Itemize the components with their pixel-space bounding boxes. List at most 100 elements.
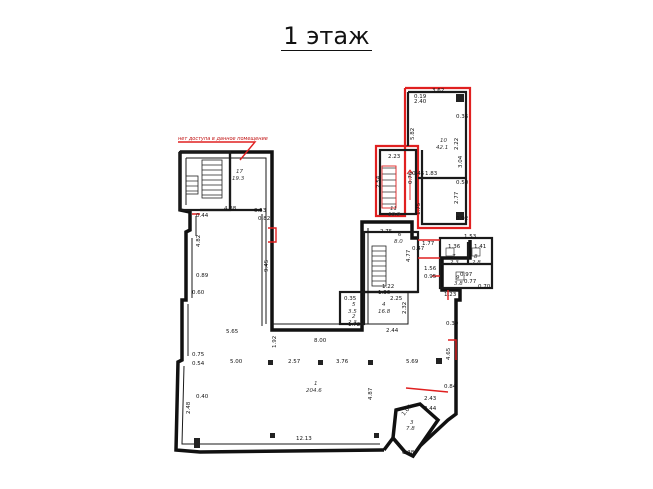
- svg-text:0.53: 0.53: [254, 208, 267, 214]
- columns: [194, 358, 442, 448]
- svg-text:2.32: 2.32: [402, 302, 408, 314]
- svg-text:1.36: 1.36: [378, 290, 391, 296]
- svg-text:0.70: 0.70: [478, 284, 491, 290]
- svg-text:4.77: 4.77: [406, 249, 412, 262]
- svg-text:2.48: 2.48: [186, 401, 192, 414]
- svg-text:2: 2: [352, 314, 356, 320]
- svg-text:7.8: 7.8: [406, 426, 415, 432]
- svg-text:4.87: 4.87: [368, 387, 374, 400]
- stair-17-steps: [185, 159, 223, 199]
- svg-text:8: 8: [474, 254, 478, 260]
- svg-text:0.40: 0.40: [196, 394, 209, 400]
- room-3-walls: [391, 402, 441, 459]
- svg-text:3.04: 3.04: [458, 155, 464, 168]
- room-9-label: 9 3.8: [454, 275, 463, 287]
- svg-text:42.1: 42.1: [436, 145, 448, 151]
- svg-text:1.92: 1.92: [272, 336, 278, 348]
- room-5-label: 5 3.5: [348, 302, 357, 315]
- svg-text:2.77: 2.77: [454, 191, 460, 204]
- svg-text:0.45: 0.45: [412, 171, 425, 177]
- svg-text:6: 6: [398, 232, 402, 238]
- svg-text:0.77: 0.77: [464, 279, 477, 285]
- door-7: [445, 247, 455, 257]
- room-2-label: 2 2.3: [348, 314, 357, 326]
- room-7-label: 7 2.3: [450, 254, 459, 266]
- svg-text:0.47: 0.47: [412, 246, 425, 252]
- svg-text:1.53: 1.53: [464, 234, 477, 240]
- svg-text:0.92: 0.92: [456, 216, 468, 222]
- svg-text:5.65: 5.65: [226, 329, 239, 335]
- room-3-red: [405, 387, 449, 393]
- column-nw: [456, 94, 464, 102]
- floor-title-text: 1 этаж: [281, 22, 372, 51]
- door-9: [455, 271, 465, 281]
- svg-text:2.40: 2.40: [414, 99, 427, 105]
- svg-text:0.36: 0.36: [456, 114, 469, 120]
- svg-text:8.0: 8.0: [394, 239, 403, 245]
- svg-text:1.41: 1.41: [474, 244, 486, 250]
- room-4-label: 4 16.8: [378, 302, 391, 315]
- svg-text:0.50: 0.50: [456, 180, 469, 186]
- east-red-line: [418, 239, 440, 277]
- dimension-labels: 4.38 0.53 0.44 0.82 4.82 0.89 0.60 5.65 …: [186, 88, 491, 456]
- svg-text:5: 5: [352, 302, 356, 308]
- svg-text:0.39: 0.39: [446, 321, 459, 327]
- svg-text:0.60: 0.60: [192, 290, 205, 296]
- east-wall: [440, 240, 472, 392]
- svg-text:5.00: 5.00: [230, 359, 243, 365]
- svg-text:0.76: 0.76: [408, 171, 414, 184]
- svg-text:10.9: 10.9: [388, 212, 401, 218]
- svg-text:4.65: 4.65: [446, 347, 452, 360]
- svg-text:5.69: 5.69: [406, 359, 419, 365]
- east-red-segment: [447, 290, 457, 360]
- room-8-label: 8 2.8: [472, 254, 481, 266]
- svg-text:2.43: 2.43: [424, 396, 437, 402]
- svg-text:2.3: 2.3: [348, 320, 357, 326]
- svg-text:7: 7: [452, 254, 456, 260]
- svg-text:9.45: 9.45: [264, 259, 270, 272]
- svg-text:0.89: 0.89: [196, 273, 209, 279]
- svg-text:2.8: 2.8: [472, 260, 481, 266]
- north-wing-red-outline: [374, 86, 472, 230]
- svg-text:3.5: 3.5: [348, 309, 357, 315]
- west-wall: [174, 152, 385, 454]
- svg-text:2.54: 2.54: [376, 175, 382, 188]
- stair-11-arrow: [406, 169, 414, 200]
- svg-text:0.35: 0.35: [344, 296, 357, 302]
- svg-text:1.75: 1.75: [416, 202, 422, 215]
- svg-text:1.22: 1.22: [382, 284, 394, 290]
- svg-text:10: 10: [440, 138, 447, 144]
- svg-text:4.38: 4.38: [224, 206, 237, 212]
- svg-text:17: 17: [236, 169, 243, 175]
- svg-text:1.83: 1.83: [425, 171, 438, 177]
- svg-text:5.82: 5.82: [410, 128, 416, 140]
- svg-text:0.38: 0.38: [402, 450, 415, 456]
- room-10-label: 10 42.1: [436, 138, 448, 151]
- svg-text:3.62: 3.62: [432, 88, 444, 94]
- svg-text:0.75: 0.75: [192, 352, 205, 358]
- svg-text:1.56: 1.56: [424, 266, 437, 272]
- no-access-note: нет доступа в данное помещение: [178, 136, 268, 142]
- no-access-red-line: [178, 141, 257, 161]
- svg-text:9: 9: [456, 275, 460, 281]
- svg-text:2.25: 2.25: [390, 296, 403, 302]
- column-ne: [456, 212, 464, 220]
- stair-11-box: [378, 148, 418, 216]
- svg-text:4: 4: [382, 302, 386, 308]
- north-wing-walls: [406, 90, 468, 226]
- svg-text:11: 11: [390, 206, 397, 212]
- svg-text:1.77: 1.77: [422, 241, 435, 247]
- svg-text:3.8: 3.8: [454, 281, 463, 287]
- svg-text:1.36: 1.36: [448, 244, 461, 250]
- svg-text:3: 3: [410, 420, 414, 426]
- stair-11-steps: [381, 165, 397, 209]
- room-4-box: [363, 291, 409, 325]
- svg-text:12.13: 12.13: [296, 436, 312, 442]
- svg-text:1.72: 1.72: [348, 322, 360, 328]
- stair-6-steps: [371, 245, 387, 287]
- svg-text:2.22: 2.22: [454, 138, 460, 150]
- svg-text:4.82: 4.82: [196, 235, 202, 247]
- svg-text:1: 1: [314, 381, 318, 387]
- room-3-label: 3 7.8: [406, 420, 415, 432]
